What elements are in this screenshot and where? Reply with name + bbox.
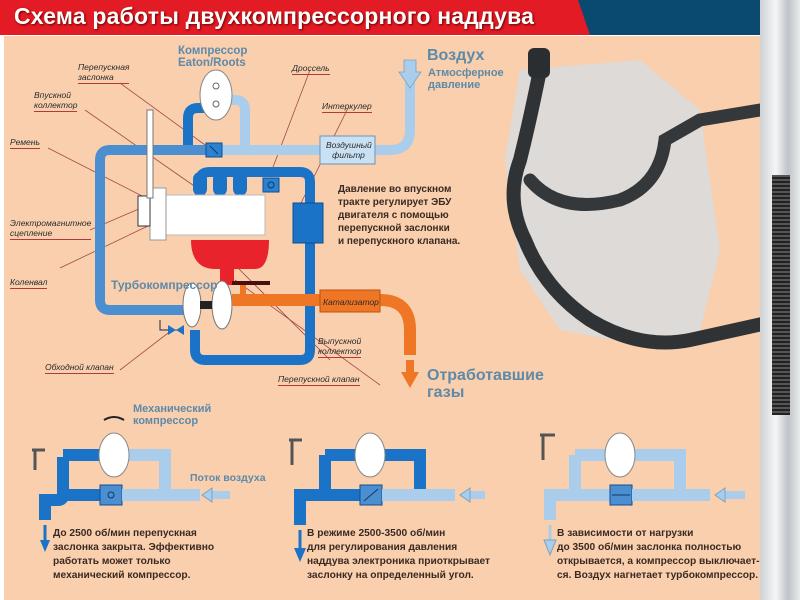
compressor-heading: Компрессор Eaton/Roots: [178, 45, 247, 69]
panel-2-text: В режиме 2500-3500 об/мин для регулирова…: [307, 528, 491, 581]
air-subheading-line2: давление: [428, 78, 481, 91]
label-wastegate: Перепускной клапан: [278, 374, 360, 386]
panel-3-text: В зависимости от нагрузки до 3500 об/мин…: [557, 528, 760, 581]
panel-3-diagram: [540, 432, 745, 557]
label-em-clutch: Электромагнитное сцепление: [10, 218, 92, 240]
title-banner: [0, 0, 590, 35]
turbo-heading: Турбокомпрессор: [111, 278, 218, 292]
label-belt: Ремень: [10, 137, 40, 149]
panel-1-heading: Механический компрессор: [133, 403, 212, 427]
label-air-filter: Воздушный фильтр: [326, 140, 372, 160]
airflow-label: Поток воздуха: [190, 472, 266, 484]
exhaust-heading-line2: газы: [427, 383, 465, 401]
panel-1-heading-line2: компрессор: [133, 414, 199, 427]
compressor-heading-line2: Eaton/Roots: [178, 57, 246, 70]
label-exhaust-manifold-line1: Выпускной: [318, 336, 362, 346]
compressor-heading-line1: Компрессор: [178, 45, 248, 57]
label-exhaust-manifold: Выпускной коллектор: [318, 336, 362, 358]
label-em-clutch-line1: Электромагнитное: [10, 218, 92, 228]
label-bypass-flap-line1: Перепускная: [78, 62, 130, 72]
panel-2-diagram: [289, 432, 485, 562]
air-subheading: Атмосферное давление: [428, 67, 504, 91]
exhaust-heading-line1: Отработавшие: [427, 367, 544, 384]
label-throttle: Дроссель: [292, 63, 330, 75]
panel-1-diagram: [32, 416, 230, 552]
label-intake-manifold-line2: коллектор: [34, 100, 78, 112]
label-bypass-valve: Обходной клапан: [45, 362, 114, 374]
exhaust-heading: Отработавшие газы: [427, 367, 544, 402]
radiator-core: [772, 175, 790, 415]
label-catalyst: Катализатор: [323, 297, 379, 307]
ecu-note: Давление во впускном тракте регулирует Э…: [338, 184, 461, 247]
label-intake-manifold: Впускной коллектор: [34, 90, 78, 112]
label-bypass-flap-line2: заслонка: [78, 72, 130, 84]
air-subheading-line1: Атмосферное: [428, 67, 504, 79]
page-title: Схема работы двухкомпрессорного наддува: [14, 3, 535, 29]
label-em-clutch-line2: сцепление: [10, 228, 92, 240]
panel-1-text: До 2500 об/мин перепускная заслонка закр…: [53, 528, 215, 581]
panel-1-heading-line1: Механический: [133, 403, 212, 415]
label-crankshaft: Коленвал: [10, 277, 48, 289]
label-bypass-flap: Перепускная заслонка: [78, 62, 130, 84]
label-intercooler: Интеркулер: [322, 101, 372, 113]
air-heading: Воздух: [427, 47, 485, 64]
label-air-filter-line1: Воздушный: [326, 140, 372, 150]
label-exhaust-manifold-line2: коллектор: [318, 346, 362, 358]
label-air-filter-line2: фильтр: [332, 150, 365, 160]
label-intake-manifold-line1: Впускной: [34, 90, 71, 100]
